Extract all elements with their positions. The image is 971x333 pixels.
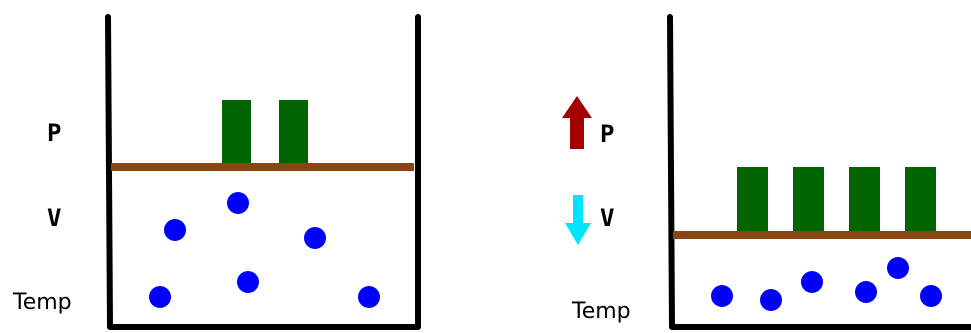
left-temperature-label: Temp: [12, 290, 72, 315]
right-gas-particle: [920, 285, 942, 307]
left-weight: [279, 100, 308, 163]
right-piston: [673, 231, 971, 239]
left-gas-particle: [149, 286, 171, 308]
left-pressure-label: P: [47, 119, 61, 147]
right-container: [667, 14, 971, 330]
right-gas-particle: [760, 289, 782, 311]
left-gas-particle: [164, 219, 186, 241]
right-pressure-label: P: [600, 120, 614, 148]
right-gas-particle: [887, 257, 909, 279]
left-gas-particle: [304, 227, 326, 249]
right-volume-label: V: [600, 204, 614, 232]
left-gas-particle: [227, 192, 249, 214]
left-weight: [222, 100, 251, 163]
pressure-increase-arrow-icon: [562, 96, 592, 149]
right-gas-particle: [711, 285, 733, 307]
right-gas-particle: [801, 271, 823, 293]
left-gas-particle: [358, 286, 380, 308]
left-volume-label: V: [47, 204, 61, 232]
left-container: [105, 14, 421, 330]
right-weight: [793, 167, 824, 231]
right-weight: [849, 167, 880, 231]
volume-decrease-arrow-icon: [565, 195, 591, 245]
left-piston: [111, 163, 414, 171]
right-weight: [905, 167, 936, 231]
left-gas-particle: [237, 271, 259, 293]
left-panel: P V Temp: [12, 14, 421, 330]
right-weight: [737, 167, 768, 231]
right-temperature-label: Temp: [571, 299, 631, 324]
right-panel: P V Temp: [562, 14, 971, 330]
right-gas-particle: [855, 281, 877, 303]
